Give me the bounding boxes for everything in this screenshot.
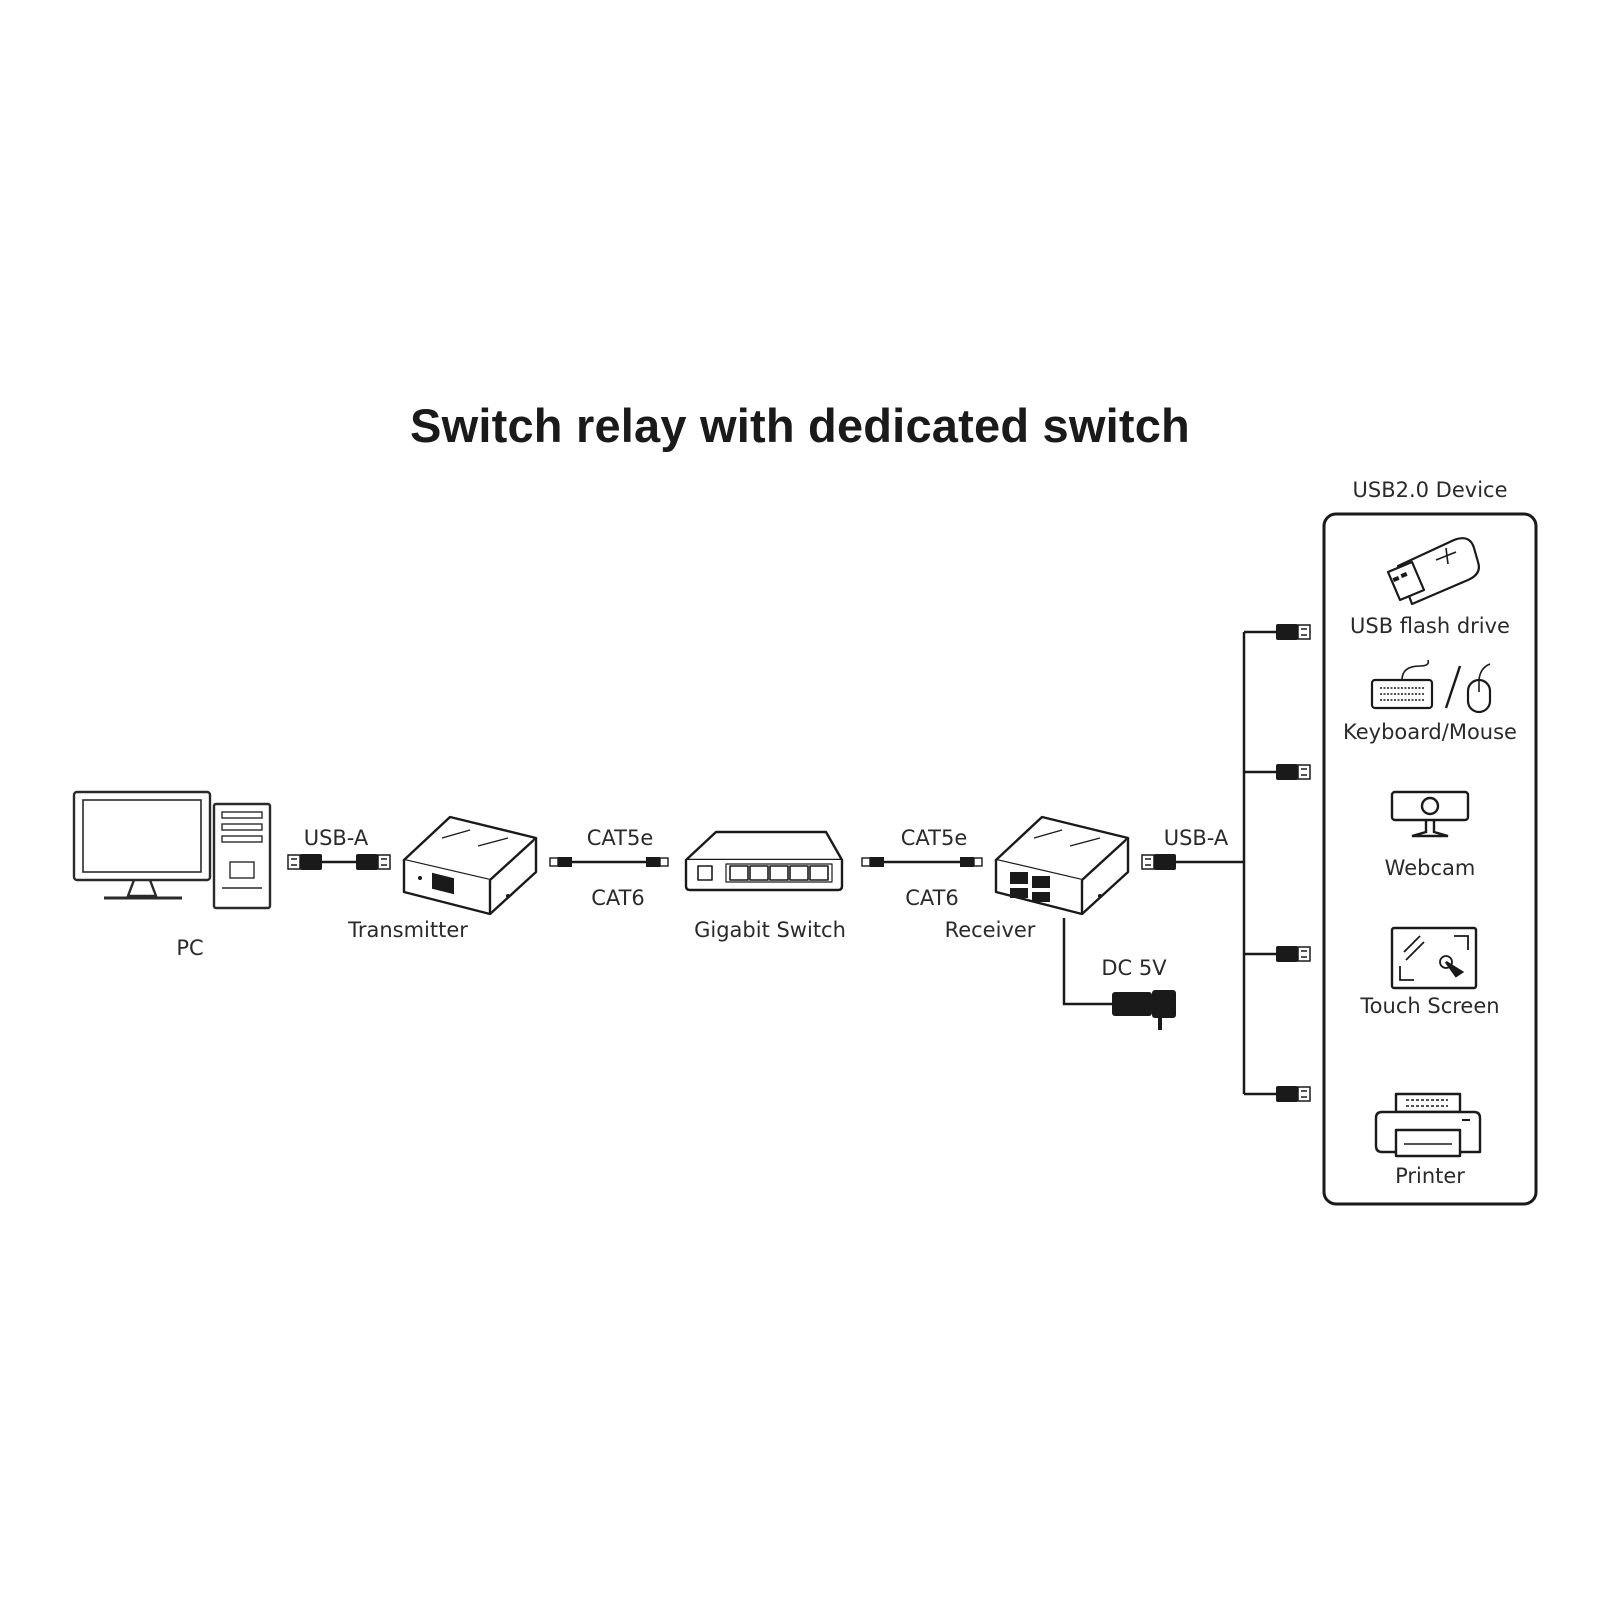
keyboard-mouse-icon	[1370, 659, 1492, 714]
usb-cable-right	[1141, 623, 1311, 1103]
usb-device-panel	[1322, 512, 1538, 1206]
usb-device-group-title: USB2.0 Device	[1352, 478, 1508, 502]
device-label-webcam: Webcam	[1384, 856, 1476, 880]
device-label-touch-screen: Touch Screen	[1360, 994, 1500, 1018]
cat6-label-right: CAT6	[905, 886, 959, 910]
receiver-label: Receiver	[944, 918, 1036, 942]
device-label-usb-flash-drive: USB flash drive	[1350, 614, 1510, 638]
printer-icon	[1374, 1092, 1482, 1158]
cat5e-label-left: CAT5e	[586, 826, 654, 850]
power-adapter-icon	[1062, 918, 1176, 1030]
pc-icon	[72, 790, 272, 910]
usb-flash-drive-icon	[1386, 537, 1480, 606]
usb-cable-left	[287, 853, 391, 871]
usb-a-label-right: USB-A	[1163, 826, 1229, 850]
cat5e-label-right: CAT5e	[900, 826, 968, 850]
gigabit-switch-label: Gigabit Switch	[694, 918, 846, 942]
cat6-label-left: CAT6	[591, 886, 645, 910]
touch-screen-icon	[1390, 926, 1478, 990]
device-label-keyboard-mouse: Keyboard/Mouse	[1343, 720, 1517, 744]
device-label-printer: Printer	[1395, 1164, 1465, 1188]
receiver-icon	[994, 815, 1130, 916]
usb-a-label-left: USB-A	[303, 826, 369, 850]
transmitter-icon	[402, 815, 538, 916]
gigabit-switch-icon	[684, 830, 844, 892]
pc-label: PC	[176, 936, 204, 960]
diagram-title: Switch relay with dedicated switch	[410, 399, 1190, 452]
transmitter-label: Transmitter	[348, 918, 468, 942]
webcam-icon	[1390, 790, 1470, 838]
network-cable-left	[549, 856, 669, 868]
dc-5v-label: DC 5V	[1101, 956, 1167, 980]
network-cable-right	[861, 856, 983, 868]
